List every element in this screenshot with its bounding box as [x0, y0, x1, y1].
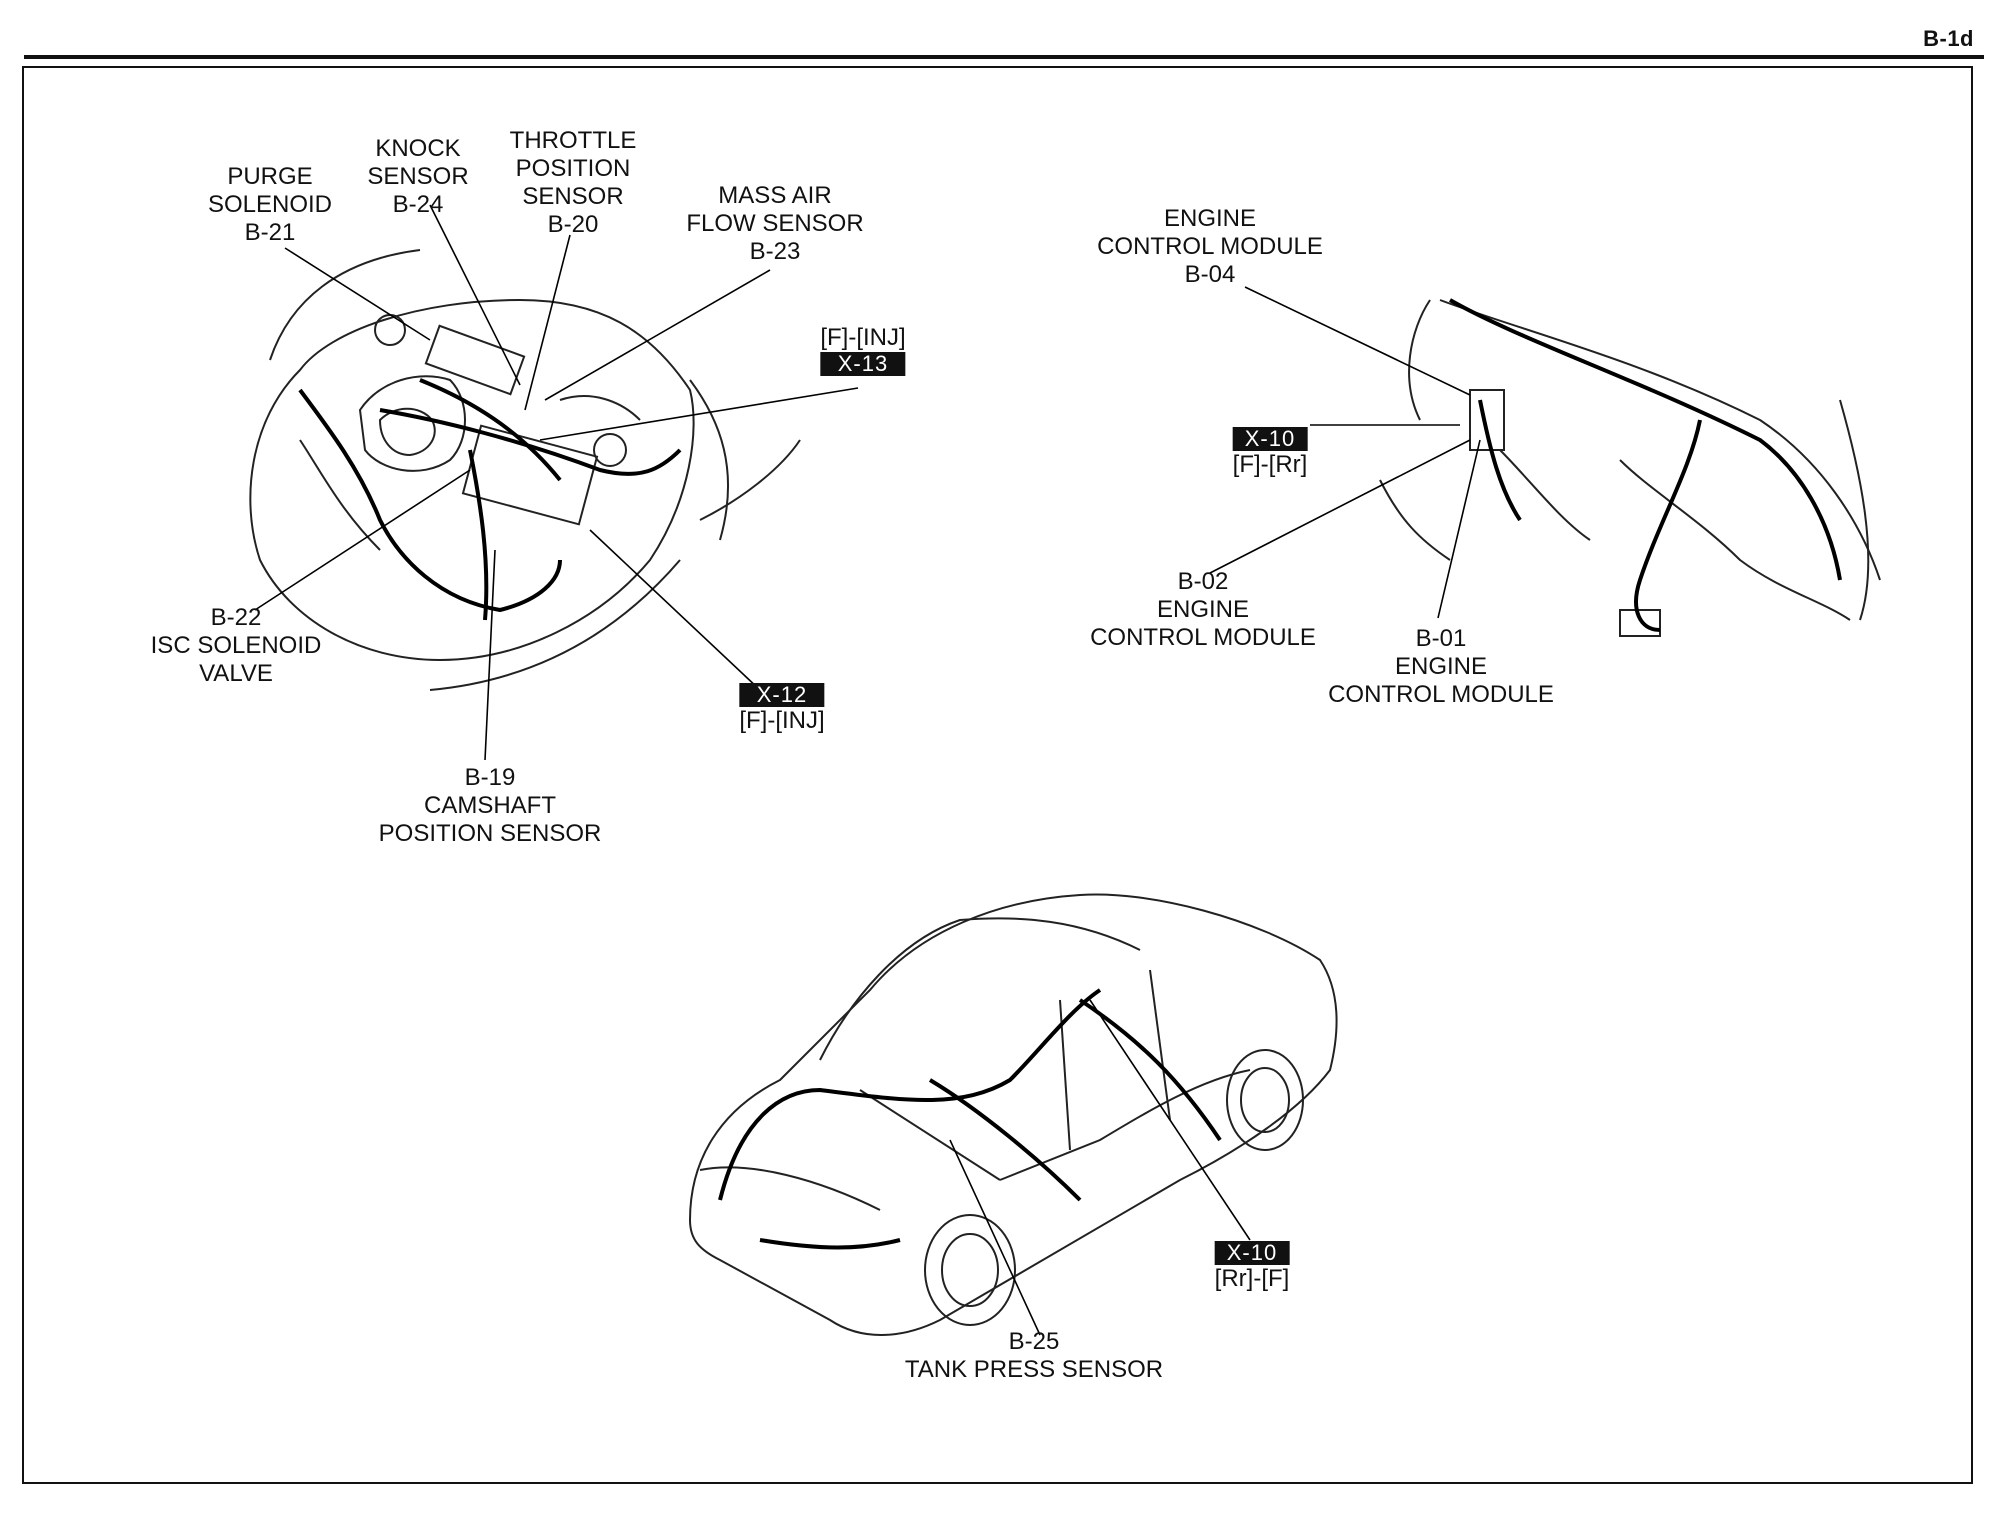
- leader-lines: [254, 204, 1481, 1336]
- label-ecm-b04: ENGINE CONTROL MODULE B-04: [1097, 205, 1323, 288]
- connector-x10-ecm: X-10 [F]-[Rr]: [1232, 427, 1308, 479]
- connector-x13-code: X-13: [820, 352, 906, 376]
- car-drawing: [688, 893, 1338, 1336]
- header-rule: [24, 55, 1984, 59]
- connector-x12-note: [F]-[INJ]: [739, 707, 825, 734]
- connector-x10-car: X-10 [Rr]-[F]: [1214, 1241, 1290, 1293]
- label-camshaft-position-sensor: B-19 CAMSHAFT POSITION SENSOR: [378, 764, 602, 847]
- connector-x13-note: [F]-[INJ]: [820, 324, 906, 351]
- label-mass-air-flow-sensor: MASS AIR FLOW SENSOR B-23: [686, 182, 864, 265]
- connector-x10-ecm-code: X-10: [1232, 427, 1308, 451]
- dashboard-harness: [1449, 298, 1842, 632]
- connector-x12: X-12 [F]-[INJ]: [739, 683, 825, 735]
- label-tank-press-sensor: B-25 TANK PRESS SENSOR: [904, 1328, 1164, 1383]
- label-purge-solenoid: PURGE SOLENOID B-21: [207, 163, 333, 246]
- label-ecm-b01: B-01 ENGINE CONTROL MODULE: [1328, 625, 1554, 708]
- label-throttle-position-sensor: THROTTLE POSITION SENSOR B-20: [509, 127, 637, 238]
- connector-x13: [F]-[INJ] X-13: [820, 324, 906, 376]
- car-harness: [718, 988, 1222, 1250]
- label-ecm-b02: B-02 ENGINE CONTROL MODULE: [1090, 568, 1316, 651]
- page-code: B-1d: [1923, 26, 1974, 51]
- dashboard-drawing: [1379, 299, 1881, 637]
- connector-x10-ecm-note: [F]-[Rr]: [1232, 451, 1308, 478]
- engine-bay-drawing: [249, 249, 801, 691]
- connector-x10-car-note: [Rr]-[F]: [1214, 1265, 1290, 1292]
- connector-x12-code: X-12: [739, 683, 825, 707]
- label-isc-solenoid-valve: B-22 ISC SOLENOID VALVE: [150, 604, 322, 687]
- engine-harness: [298, 378, 682, 621]
- connector-x10-car-code: X-10: [1214, 1241, 1290, 1265]
- label-knock-sensor: KNOCK SENSOR B-24: [367, 135, 469, 218]
- diagram-frame: [22, 66, 1973, 1484]
